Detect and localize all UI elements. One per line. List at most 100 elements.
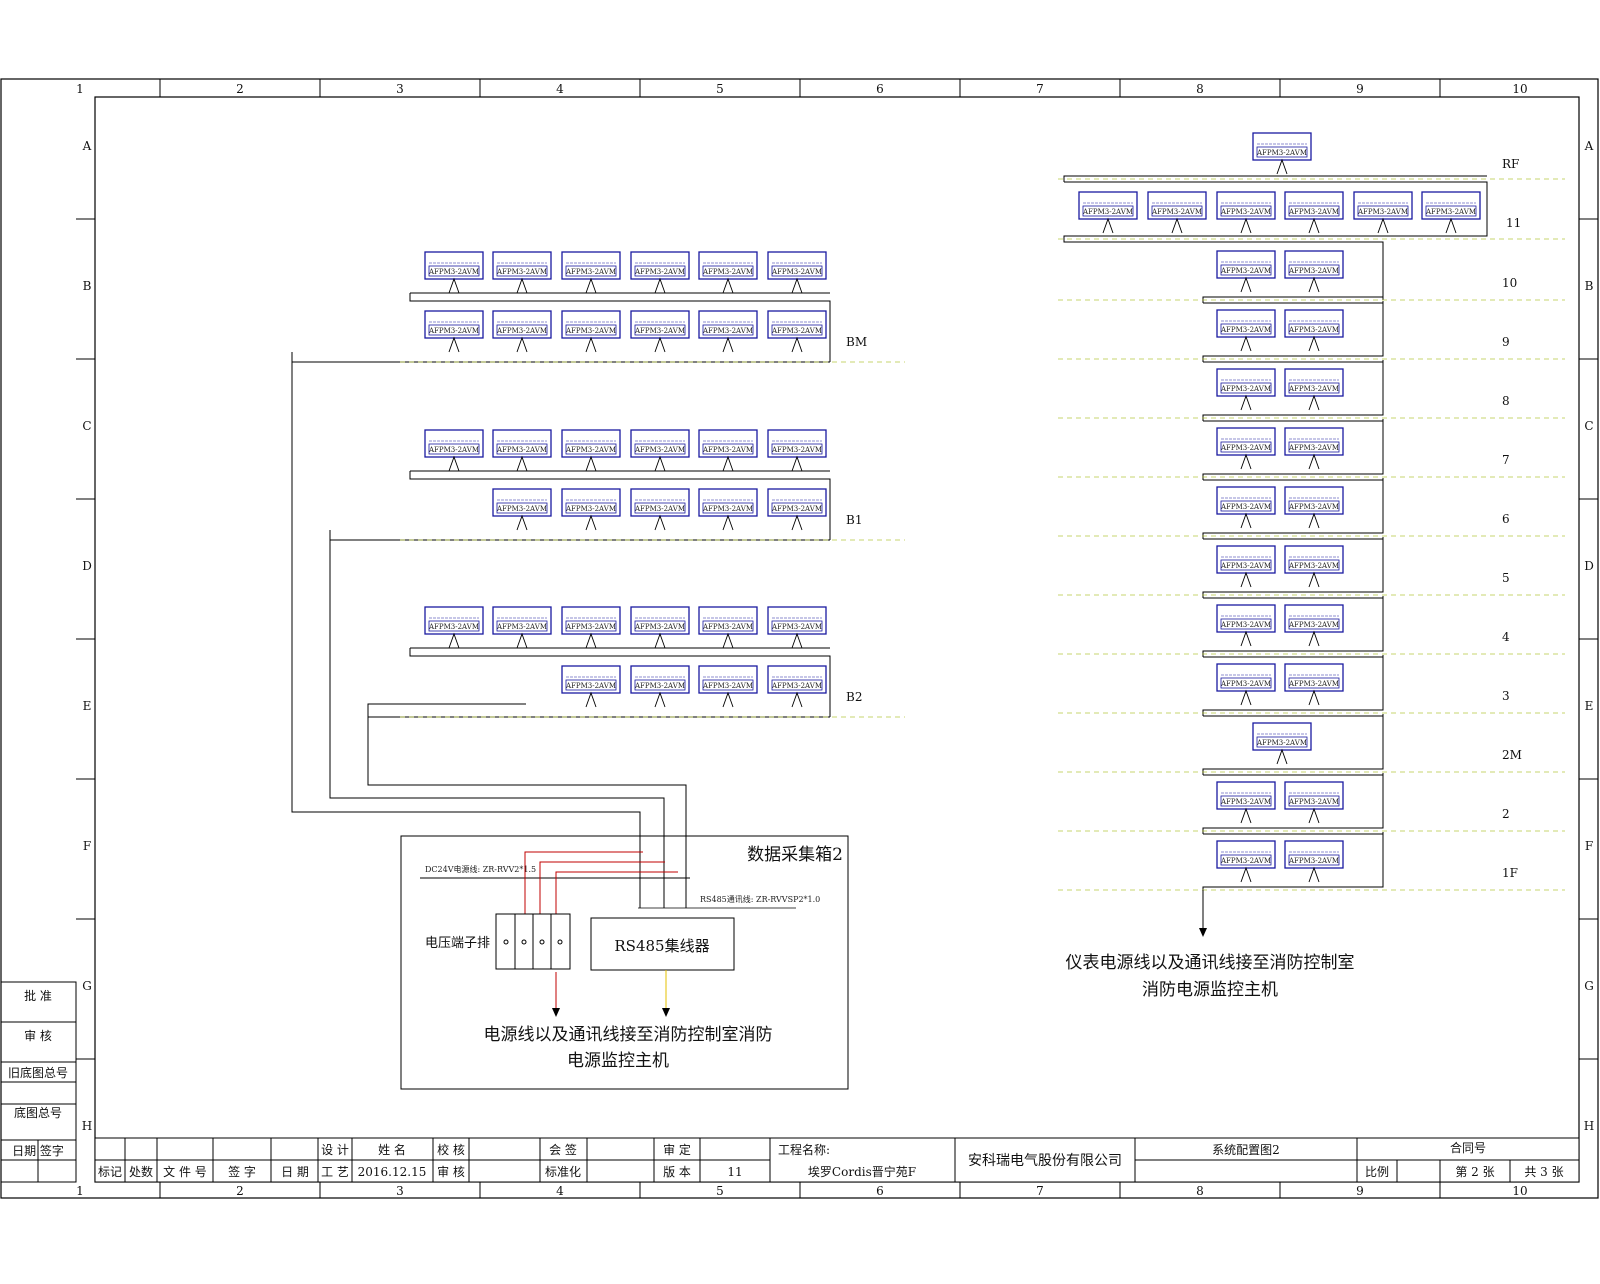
power-monitor-meter: AFPM3-2AVM xyxy=(1284,486,1344,529)
svg-text:AFPM3-2AVM: AFPM3-2AVM xyxy=(496,268,547,276)
col-marker-top: 4 xyxy=(556,82,564,96)
svg-text:AFPM3-2AVM: AFPM3-2AVM xyxy=(1220,621,1271,629)
title-cell: 会 签 xyxy=(549,1142,577,1157)
floor-label: B1 xyxy=(846,513,862,527)
power-monitor-meter: AFPM3-2AVM xyxy=(698,665,758,708)
power-monitor-meter: AFPM3-2AVM xyxy=(1421,191,1481,234)
svg-text:AFPM3-2AVM: AFPM3-2AVM xyxy=(1220,208,1271,216)
power-monitor-meter: AFPM3-2AVM xyxy=(424,310,484,353)
rs485-line-note: RS485通讯线: ZR-RVVSP2*1.0 xyxy=(700,894,820,904)
svg-text:AFPM3-2AVM: AFPM3-2AVM xyxy=(1288,621,1339,629)
power-monitor-meter: AFPM3-2AVM xyxy=(1216,545,1276,588)
svg-text:AFPM3-2AVM: AFPM3-2AVM xyxy=(1288,857,1339,865)
row-marker-left: C xyxy=(82,419,91,433)
title-cell: 版 本 xyxy=(663,1165,691,1179)
col-marker-bottom: 5 xyxy=(716,1184,724,1198)
floor-label: 11 xyxy=(1506,216,1521,230)
row-marker-left: H xyxy=(82,1119,92,1133)
col-marker-bottom: 6 xyxy=(876,1184,884,1198)
svg-text:AFPM3-2AVM: AFPM3-2AVM xyxy=(1220,857,1271,865)
title-cell: 姓 名 xyxy=(378,1142,406,1157)
svg-text:AFPM3-2AVM: AFPM3-2AVM xyxy=(1220,562,1271,570)
col-marker-top: 6 xyxy=(876,82,884,96)
col-marker-top: 1 xyxy=(76,82,84,96)
project-label: 工程名称: xyxy=(778,1142,830,1157)
row-marker-right: E xyxy=(1585,699,1594,713)
power-monitor-meter: AFPM3-2AVM xyxy=(767,606,827,649)
row-marker-right: D xyxy=(1584,559,1594,573)
floor-label: 8 xyxy=(1502,394,1510,408)
power-monitor-meter: AFPM3-2AVM xyxy=(767,665,827,708)
svg-text:AFPM3-2AVM: AFPM3-2AVM xyxy=(496,446,547,454)
power-monitor-meter: AFPM3-2AVM xyxy=(767,429,827,472)
power-monitor-meter: AFPM3-2AVM xyxy=(1252,132,1312,175)
contract-no: 合同号 xyxy=(1450,1140,1486,1155)
data-acquisition-box: 数据采集箱2 DC24V电源线: ZR-RVV2*1.5 RS485通讯线: Z… xyxy=(400,835,849,1090)
svg-text:AFPM3-2AVM: AFPM3-2AVM xyxy=(565,682,616,690)
scale-label: 比例 xyxy=(1365,1165,1389,1179)
power-monitor-meter: AFPM3-2AVM xyxy=(1216,486,1276,529)
power-monitor-meter: AFPM3-2AVM xyxy=(1353,191,1413,234)
power-monitor-meter: AFPM3-2AVM xyxy=(561,310,621,353)
svg-text:AFPM3-2AVM: AFPM3-2AVM xyxy=(565,268,616,276)
col-marker-bottom: 7 xyxy=(1036,1184,1044,1198)
power-monitor-meter: AFPM3-2AVM xyxy=(1284,191,1344,234)
title-cell: 文 件 号 xyxy=(163,1164,207,1179)
power-monitor-meter: AFPM3-2AVM xyxy=(1284,840,1344,883)
project-name: 埃罗Cordis晋宁苑F xyxy=(808,1164,916,1179)
floor-label: BM xyxy=(846,335,867,349)
svg-text:AFPM3-2AVM: AFPM3-2AVM xyxy=(496,623,547,631)
svg-text:AFPM3-2AVM: AFPM3-2AVM xyxy=(771,446,822,454)
power-monitor-meter: AFPM3-2AVM xyxy=(1216,250,1276,293)
title-cell: 审 核 xyxy=(437,1164,465,1179)
title-cell: 处数 xyxy=(129,1164,153,1179)
power-monitor-meter: AFPM3-2AVM xyxy=(630,310,690,353)
svg-text:AFPM3-2AVM: AFPM3-2AVM xyxy=(1288,444,1339,452)
floor-label: 4 xyxy=(1502,630,1510,644)
power-monitor-meter: AFPM3-2AVM xyxy=(424,429,484,472)
power-monitor-meter: AFPM3-2AVM xyxy=(561,429,621,472)
right-note-2: 消防电源监控主机 xyxy=(1142,980,1278,1000)
row-marker-right: B xyxy=(1585,279,1594,293)
svg-text:AFPM3-2AVM: AFPM3-2AVM xyxy=(1288,680,1339,688)
power-monitor-meter: AFPM3-2AVM xyxy=(1284,368,1344,411)
svg-text:AFPM3-2AVM: AFPM3-2AVM xyxy=(771,505,822,513)
row-marker-right: H xyxy=(1584,1119,1594,1133)
col-marker-bottom: 10 xyxy=(1512,1184,1527,1198)
power-monitor-meter: AFPM3-2AVM xyxy=(424,251,484,294)
svg-text:AFPM3-2AVM: AFPM3-2AVM xyxy=(634,268,685,276)
title-cell: 工 艺 xyxy=(321,1165,349,1179)
row-marker-left: E xyxy=(83,699,92,713)
svg-text:AFPM3-2AVM: AFPM3-2AVM xyxy=(634,327,685,335)
power-monitor-meter: AFPM3-2AVM xyxy=(1284,604,1344,647)
floor-label: 5 xyxy=(1502,571,1510,585)
power-monitor-meter: AFPM3-2AVM xyxy=(698,310,758,353)
row-marker-left: D xyxy=(82,559,92,573)
svg-text:AFPM3-2AVM: AFPM3-2AVM xyxy=(1357,208,1408,216)
power-monitor-meter: AFPM3-2AVM xyxy=(1078,191,1138,234)
col-marker-top: 7 xyxy=(1036,82,1044,96)
svg-text:AFPM3-2AVM: AFPM3-2AVM xyxy=(1220,444,1271,452)
svg-text:AFPM3-2AVM: AFPM3-2AVM xyxy=(1288,208,1339,216)
power-monitor-meter: AFPM3-2AVM xyxy=(561,665,621,708)
bottom-note-1: 电源线以及通讯线接至消防控制室消防 xyxy=(484,1025,773,1045)
floor-label: 1F xyxy=(1502,866,1518,880)
svg-text:AFPM3-2AVM: AFPM3-2AVM xyxy=(634,446,685,454)
floor-label: 3 xyxy=(1502,689,1510,703)
svg-text:AFPM3-2AVM: AFPM3-2AVM xyxy=(634,682,685,690)
sidebar-label: 底图总号 xyxy=(14,1105,62,1120)
drawing-title: 系统配置图2 xyxy=(1212,1143,1280,1157)
rs485-concentrator xyxy=(590,917,735,971)
sidebar-label: 审 核 xyxy=(24,1028,52,1043)
svg-text:AFPM3-2AVM: AFPM3-2AVM xyxy=(702,268,753,276)
box-title: 数据采集箱2 xyxy=(747,845,843,865)
power-monitor-meter: AFPM3-2AVM xyxy=(1252,722,1312,765)
title-cell: 标准化 xyxy=(545,1165,581,1179)
title-cell: 设 计 xyxy=(321,1143,349,1157)
power-monitor-meter: AFPM3-2AVM xyxy=(698,606,758,649)
svg-text:AFPM3-2AVM: AFPM3-2AVM xyxy=(702,623,753,631)
title-cell: 11 xyxy=(727,1165,742,1179)
svg-text:AFPM3-2AVM: AFPM3-2AVM xyxy=(702,682,753,690)
